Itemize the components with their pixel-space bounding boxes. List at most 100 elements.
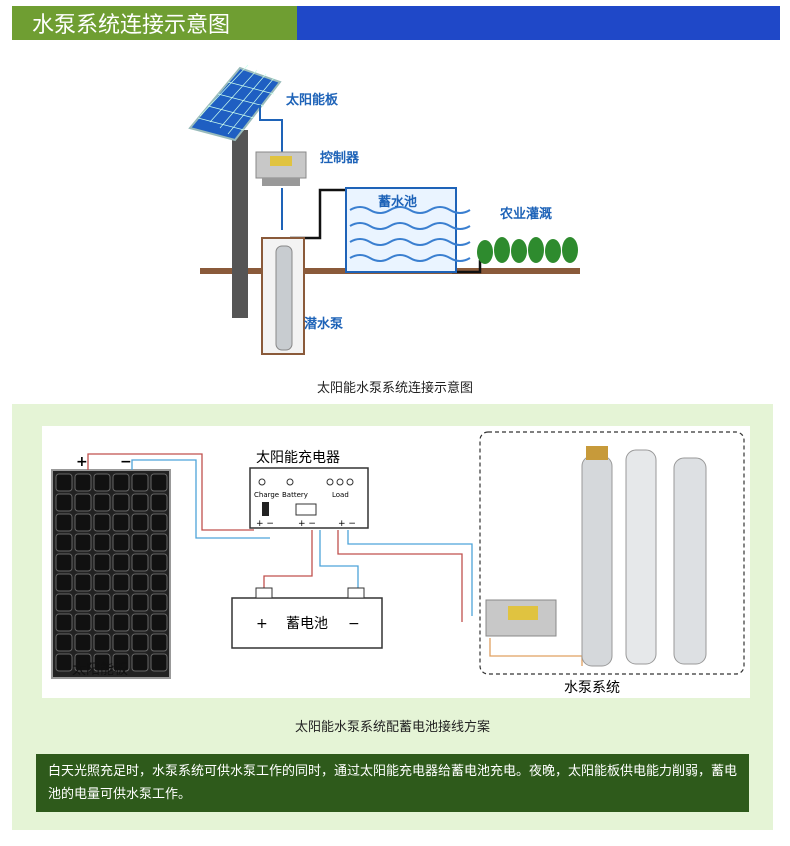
solar-cell — [93, 573, 111, 592]
battery — [231, 587, 383, 649]
solar-cell — [131, 613, 149, 632]
solar-cell — [93, 553, 111, 572]
solar-cell — [150, 613, 168, 632]
header-bar: 水泵系统连接示意图 — [12, 6, 780, 40]
diagram2-caption: 太阳能水泵系统配蓄电池接线方案 — [294, 720, 490, 735]
panel-pole — [232, 130, 248, 318]
solar-cell — [131, 593, 149, 612]
solar-cell — [131, 473, 149, 492]
solar-cell — [74, 613, 92, 632]
controller-box — [255, 151, 307, 186]
pump-1 — [581, 446, 613, 667]
solar-cell — [55, 613, 73, 632]
wiring-diagram-area: + − 太阳能板 太阳能充电器 Charge Batte — [42, 426, 750, 698]
solar-cell — [55, 633, 73, 652]
panel-plus: + — [76, 454, 88, 470]
pump-connection-diagram: 太阳能板 控制器 蓄水池 农业灌溉 潜水泵 — [188, 64, 580, 355]
pump-3 — [673, 457, 707, 665]
label-controller: 控制器 — [320, 150, 360, 166]
terminal-pv: + − — [256, 519, 274, 529]
solar-cell — [112, 533, 130, 552]
indicator-charge: Charge — [254, 491, 279, 499]
label-pump: 潜水泵 — [304, 316, 343, 332]
pump-system-box — [479, 431, 745, 675]
solar-cell — [93, 513, 111, 532]
header-accent-bar — [297, 6, 780, 40]
solar-cell — [93, 593, 111, 612]
label-solar-panel: 太阳能板 — [285, 92, 339, 108]
solar-cell — [74, 573, 92, 592]
solar-cell — [74, 533, 92, 552]
solar-cell — [131, 573, 149, 592]
terminal-load: + − — [338, 519, 356, 529]
solar-cell — [112, 553, 130, 572]
solar-cell — [131, 513, 149, 532]
solar-cell — [150, 633, 168, 652]
pump-system-label: 水泵系统 — [564, 680, 620, 696]
solar-cell — [93, 653, 111, 672]
wiring-diagram: + − 太阳能板 太阳能充电器 Charge Batte — [51, 431, 745, 696]
solar-cell — [55, 553, 73, 572]
indicator-battery: Battery — [282, 491, 308, 499]
solar-cell — [93, 493, 111, 512]
solar-cell — [74, 593, 92, 612]
solar-cell — [55, 653, 73, 672]
crops — [477, 237, 578, 264]
solar-cell — [150, 533, 168, 552]
solar-cell — [93, 473, 111, 492]
label-irrigation: 农业灌溉 — [499, 206, 552, 222]
solar-cell — [150, 553, 168, 572]
diagram1-caption: 太阳能水泵系统连接示意图 — [316, 381, 473, 396]
charger-title: 太阳能充电器 — [256, 450, 340, 466]
battery-label: 蓄电池 — [286, 616, 328, 632]
solar-charger — [249, 467, 369, 529]
terminal-battery: + − — [298, 519, 316, 529]
solar-cell — [55, 593, 73, 612]
battery-minus: − — [348, 616, 360, 632]
solar-cell — [112, 473, 130, 492]
wiring-panel: + − 太阳能板 太阳能充电器 Charge Batte — [12, 404, 773, 830]
solar-cell — [150, 473, 168, 492]
pump-2 — [625, 449, 657, 665]
solar-cell — [150, 513, 168, 532]
solar-cell — [74, 653, 92, 672]
explanation-note: 白天光照充足时，水泵系统可供水泵工作的同时，通过太阳能充电器给蓄电池充电。夜晚，… — [36, 754, 749, 812]
solar-cell — [55, 493, 73, 512]
indicator-load: Load — [332, 491, 349, 499]
panel-minus: − — [120, 454, 132, 470]
header-title: 水泵系统连接示意图 — [12, 6, 297, 40]
water-tank — [345, 187, 471, 273]
solar-cell — [150, 593, 168, 612]
solar-cell — [74, 473, 92, 492]
solar-cell — [74, 633, 92, 652]
solar-cell — [112, 653, 130, 672]
solar-cell — [112, 573, 130, 592]
solar-cell — [112, 493, 130, 512]
solar-cell — [55, 513, 73, 532]
solar-cell — [55, 533, 73, 552]
solar-cell — [131, 553, 149, 572]
solar-cell — [131, 653, 149, 672]
solar-cell — [150, 653, 168, 672]
solar-cell — [55, 473, 73, 492]
solar-cell — [55, 573, 73, 592]
controller-box-2 — [485, 599, 557, 637]
solar-cell — [131, 533, 149, 552]
solar-cell — [112, 613, 130, 632]
solar-cell — [131, 633, 149, 652]
solar-cell — [112, 513, 130, 532]
submersible-pump — [275, 245, 293, 351]
solar-cell — [93, 533, 111, 552]
solar-cell — [74, 513, 92, 532]
solar-panel-label: 太阳能板 — [72, 662, 128, 678]
solar-cell — [74, 553, 92, 572]
solar-panel-1 — [188, 64, 282, 142]
solar-cells — [55, 473, 168, 672]
solar-cell — [112, 633, 130, 652]
solar-cell — [74, 493, 92, 512]
solar-cell — [150, 573, 168, 592]
solar-cell — [131, 493, 149, 512]
solar-cell — [150, 493, 168, 512]
solar-cell — [93, 613, 111, 632]
battery-plus: + — [256, 616, 268, 632]
